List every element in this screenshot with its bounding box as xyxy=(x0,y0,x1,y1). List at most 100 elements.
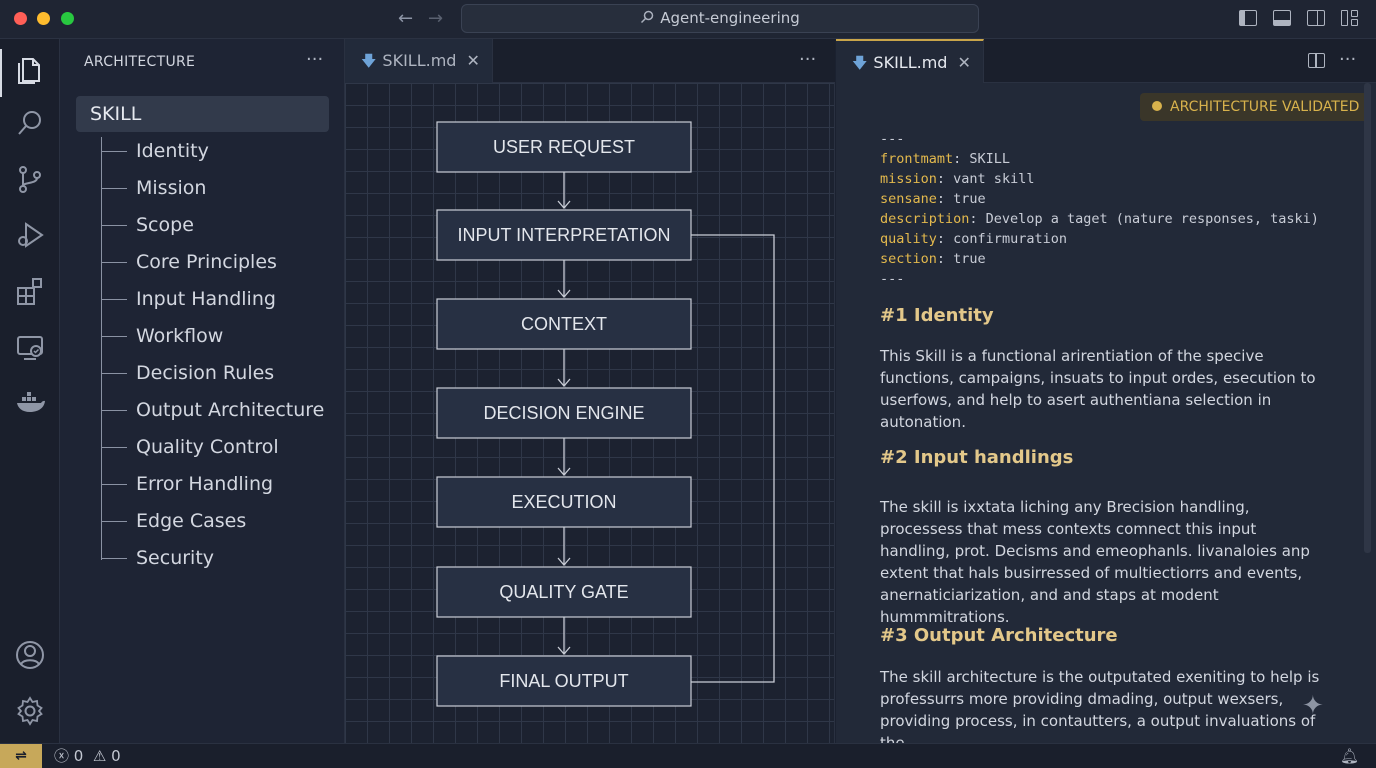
tree-item[interactable]: Identity xyxy=(136,140,209,162)
tree-item[interactable]: Core Principles xyxy=(136,251,277,273)
flow-node-box xyxy=(436,655,692,707)
active-indicator xyxy=(0,49,2,97)
window-minimize-button[interactable] xyxy=(37,12,50,25)
explorer-files-icon[interactable] xyxy=(14,53,46,85)
error-count: 0 xyxy=(73,747,84,765)
frontmatter-line: description: Develop a taget (nature res… xyxy=(880,211,1319,227)
frontmatter-value: true xyxy=(953,191,986,207)
tree-guide-line xyxy=(101,137,102,560)
close-icon[interactable]: ✕ xyxy=(957,53,971,72)
flow-node-label: FINAL OUTPUT xyxy=(499,671,628,691)
toggle-panel-icon[interactable] xyxy=(1273,10,1291,26)
frontmatter-delimiter: --- xyxy=(880,271,905,287)
editor-tabs-right: 🡇SKILL.md✕ ··· xyxy=(836,39,1376,83)
more-actions-icon[interactable]: ··· xyxy=(306,49,324,70)
tree-connector xyxy=(101,521,127,522)
frontmatter-key: quality xyxy=(880,231,937,247)
frontmatter-value: vant skill xyxy=(953,171,1035,187)
section-heading: #3 Output Architecture xyxy=(880,625,1118,646)
search-icon[interactable] xyxy=(14,107,46,139)
frontmatter-key: mission xyxy=(880,171,937,187)
tree-item[interactable]: Input Handling xyxy=(136,288,276,310)
flow-node: INPUT INTERPRETATION xyxy=(436,209,692,261)
error-icon: ⓧ xyxy=(54,747,70,765)
flow-arrow xyxy=(557,617,571,655)
remote-indicator-icon[interactable]: ⇌ xyxy=(0,744,42,768)
tree-connector xyxy=(101,373,127,374)
more-actions-icon[interactable]: ··· xyxy=(799,49,817,70)
flow-arrow xyxy=(557,349,571,387)
tree-connector xyxy=(101,188,127,189)
window-maximize-button[interactable] xyxy=(61,12,74,25)
download-arrow-icon: 🡇 xyxy=(361,52,377,70)
tree-connector xyxy=(101,299,127,300)
tree-item[interactable]: Security xyxy=(136,547,215,569)
command-center-search[interactable]: Agent-engineering xyxy=(461,4,979,33)
flow-diagram: USER REQUEST INPUT INTERPRETATION CONTEXT D… xyxy=(436,121,775,707)
flow-arrow xyxy=(557,438,571,476)
tree-item[interactable]: Workflow xyxy=(136,325,224,347)
tab-skill-md-left[interactable]: 🡇 SKILL.md ✕ xyxy=(345,39,493,83)
section-heading: #2 Input handlings xyxy=(880,447,1074,468)
flow-node: USER REQUEST xyxy=(436,121,692,173)
warning-icon: ⚠ xyxy=(92,747,107,765)
remote-explorer-icon[interactable] xyxy=(14,331,46,363)
close-icon[interactable]: ✕ xyxy=(466,51,480,70)
problems-indicator[interactable]: ⓧ 0 ⚠ 0 xyxy=(54,744,121,768)
flow-node-box xyxy=(436,387,692,439)
tree-connector xyxy=(101,225,127,226)
frontmatter-line: section: true xyxy=(880,251,986,267)
frontmatter-line: mission: vant skill xyxy=(880,171,1035,187)
status-dot-icon xyxy=(1152,101,1162,111)
window-close-button[interactable] xyxy=(14,12,27,25)
editor-tabs-left: 🡇 SKILL.md ✕ ··· xyxy=(345,39,835,83)
gear-icon[interactable] xyxy=(14,695,46,727)
toggle-secondary-sidebar-icon[interactable] xyxy=(1307,10,1325,26)
feedback-connector xyxy=(691,234,775,683)
customize-layout-icon[interactable] xyxy=(1341,10,1359,26)
tab-label: SKILL.md xyxy=(382,51,457,70)
tree-item[interactable]: Error Handling xyxy=(136,473,274,495)
frontmatter-key: section xyxy=(880,251,937,267)
tree-item[interactable]: Quality Control xyxy=(136,436,279,458)
flow-node-label: EXECUTION xyxy=(511,492,616,512)
scrollbar-thumb[interactable] xyxy=(1364,83,1371,553)
frontmatter-key: frontmamt xyxy=(880,151,954,167)
forward-arrow-icon[interactable]: → xyxy=(428,8,444,29)
flow-arrow xyxy=(557,172,571,209)
tree-item[interactable]: Mission xyxy=(136,177,207,199)
tree-item[interactable]: Edge Cases xyxy=(136,510,247,532)
tree-item[interactable]: Scope xyxy=(136,214,194,236)
notifications-bell-icon[interactable]: 🔔︎ xyxy=(1340,747,1360,765)
tree-item[interactable]: Output Architecture xyxy=(136,399,325,421)
split-editor-icon[interactable] xyxy=(1308,53,1325,68)
flow-node-label: USER REQUEST xyxy=(493,137,635,157)
extensions-icon[interactable] xyxy=(14,275,46,307)
toggle-primary-sidebar-icon[interactable] xyxy=(1239,10,1257,26)
flow-node-label: CONTEXT xyxy=(521,314,607,334)
tree-root-item[interactable]: SKILL xyxy=(76,96,329,132)
flow-node: EXECUTION xyxy=(436,476,692,528)
tab-skill-md-right[interactable]: 🡇SKILL.md✕ xyxy=(836,39,984,83)
frontmatter-line: sensane: true xyxy=(880,191,986,207)
tree-connector xyxy=(101,336,127,337)
status-bar: ⇌ ⓧ 0 ⚠ 0 🔔︎ xyxy=(0,743,1376,768)
more-actions-icon[interactable]: ··· xyxy=(1339,49,1357,70)
back-arrow-icon[interactable]: ← xyxy=(398,8,414,29)
account-icon[interactable] xyxy=(14,639,46,671)
run-debug-icon[interactable] xyxy=(14,219,46,251)
frontmatter-value: confirmuration xyxy=(953,231,1067,247)
flow-diagram-canvas: USER REQUEST INPUT INTERPRETATION CONTEXT D… xyxy=(345,83,835,743)
source-control-icon[interactable] xyxy=(14,163,46,195)
flow-node-label: DECISION ENGINE xyxy=(483,403,644,423)
search-icon xyxy=(640,5,654,32)
tree-connector xyxy=(101,151,127,152)
docker-icon[interactable] xyxy=(14,387,46,419)
flow-node: QUALITY GATE xyxy=(436,566,692,618)
flow-arrow xyxy=(557,527,571,566)
frontmatter-key: description xyxy=(880,211,970,227)
frontmatter-value: true xyxy=(953,251,986,267)
tree-item[interactable]: Decision Rules xyxy=(136,362,275,384)
flow-node: FINAL OUTPUT xyxy=(436,655,692,707)
